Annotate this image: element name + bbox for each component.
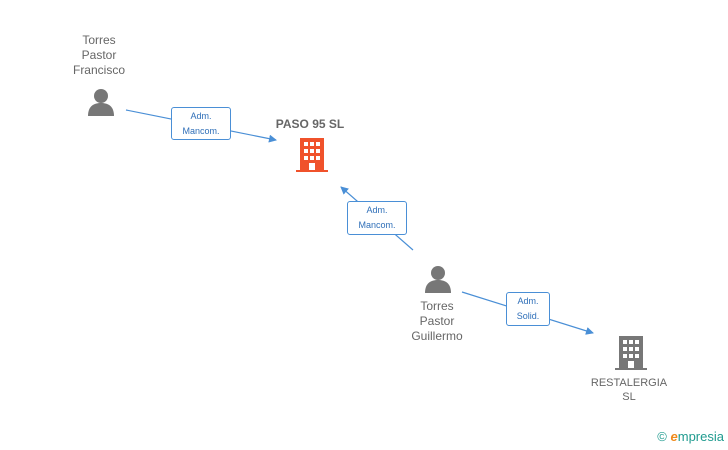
company-name-line: SL (622, 391, 636, 403)
edge-label-line: Solid. (516, 311, 540, 321)
edge-label-line: Adm. (190, 111, 212, 121)
brand-logo-text: mpresia (677, 429, 724, 444)
company-name-line: RESTALERGIA (590, 377, 668, 389)
person-name-line: Guillermo (411, 329, 463, 343)
edge-label-box[interactable]: Adm. Solid. (506, 292, 550, 326)
person-name-line: Francisco (72, 63, 125, 77)
person-icon[interactable] (86, 88, 116, 116)
edge-label-line: Adm. (366, 205, 388, 215)
person-node-label[interactable]: Torres Pastor Guillermo (396, 299, 478, 344)
person-icon[interactable] (423, 265, 453, 293)
edge-label-line: Mancom. (182, 126, 220, 136)
empresia-watermark[interactable]: © empresia (657, 429, 724, 444)
company-title[interactable]: PASO 95 SL (275, 117, 345, 131)
edge-label-line: Adm. (517, 296, 539, 306)
person-name-line: Torres (420, 299, 454, 313)
building-icon[interactable] (615, 336, 647, 370)
brand-logo-initial: e (670, 429, 678, 444)
copyright-icon: © (657, 429, 667, 444)
person-name-line: Torres (82, 33, 116, 47)
person-name-line: Pastor (81, 48, 117, 62)
person-name-line: Pastor (419, 314, 455, 328)
edge-label-box[interactable]: Adm. Mancom. (171, 107, 231, 140)
edge-label-box[interactable]: Adm. Mancom. (347, 201, 407, 235)
company-node-label[interactable]: RESTALERGIA SL (583, 376, 675, 404)
building-icon[interactable] (296, 138, 328, 172)
person-node-label[interactable]: Torres Pastor Francisco (58, 33, 140, 78)
edge-label-line: Mancom. (358, 220, 396, 230)
